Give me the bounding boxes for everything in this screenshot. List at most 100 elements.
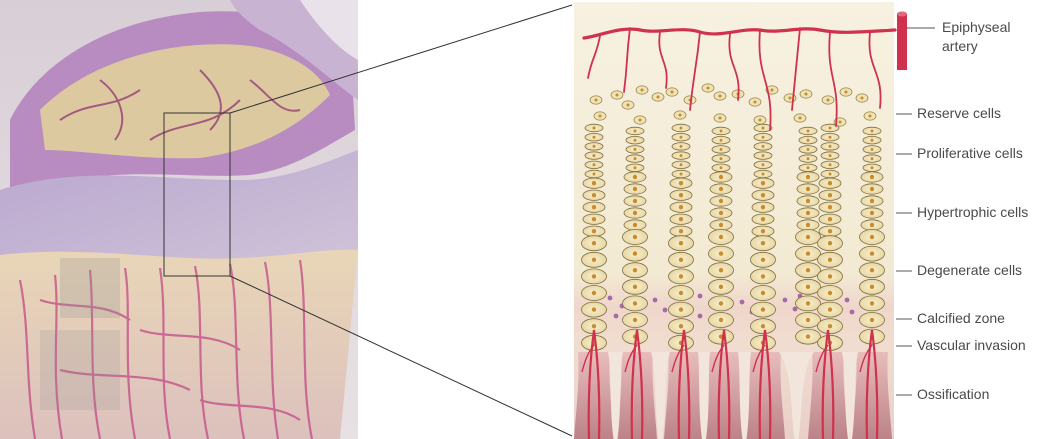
cell-nucleus bbox=[719, 199, 723, 203]
cell-nucleus bbox=[806, 285, 810, 289]
cell-nucleus bbox=[595, 99, 598, 102]
cell-nucleus bbox=[719, 95, 722, 98]
epiphyseal-artery-label: Epiphyseal artery bbox=[942, 18, 1011, 56]
cell-nucleus bbox=[828, 241, 832, 245]
cell-nucleus bbox=[657, 96, 660, 99]
cell-nucleus bbox=[593, 154, 596, 157]
cell-nucleus bbox=[720, 166, 723, 169]
cell-nucleus bbox=[593, 163, 596, 166]
cell-nucleus bbox=[871, 139, 874, 142]
cell-nucleus bbox=[870, 199, 874, 203]
cell-nucleus bbox=[634, 166, 637, 169]
cell-nucleus bbox=[828, 291, 832, 295]
cell-nucleus bbox=[680, 145, 683, 148]
cell-nucleus bbox=[679, 258, 683, 262]
cell-nucleus bbox=[828, 324, 832, 328]
cell-nucleus bbox=[869, 115, 872, 118]
cell-nucleus bbox=[719, 223, 723, 227]
cell-nucleus bbox=[633, 268, 637, 272]
cell-nucleus bbox=[829, 163, 832, 166]
cell-nucleus bbox=[633, 211, 637, 215]
cell-nucleus bbox=[761, 205, 765, 209]
cell-nucleus bbox=[870, 175, 874, 179]
cell-nucleus bbox=[719, 175, 723, 179]
calcified-granule bbox=[663, 308, 668, 313]
zone-label-reserve: Reserve cells bbox=[917, 105, 1001, 121]
cell-nucleus bbox=[593, 136, 596, 139]
cell-nucleus bbox=[829, 136, 832, 139]
cell-nucleus bbox=[720, 130, 723, 133]
cell-nucleus bbox=[592, 229, 596, 233]
cell-nucleus bbox=[641, 89, 644, 92]
zone-label-proliferative: Proliferative cells bbox=[917, 145, 1023, 161]
cell-nucleus bbox=[599, 115, 602, 118]
cell-nucleus bbox=[762, 127, 765, 130]
cell-nucleus bbox=[679, 229, 683, 233]
cell-nucleus bbox=[633, 199, 637, 203]
cell-nucleus bbox=[828, 258, 832, 262]
cell-nucleus bbox=[828, 307, 832, 311]
cell-nucleus bbox=[870, 187, 874, 191]
zone-label-vascular-invasion: Vascular invasion bbox=[917, 337, 1026, 353]
cell-nucleus bbox=[807, 148, 810, 151]
cell-nucleus bbox=[829, 145, 832, 148]
cell-nucleus bbox=[762, 154, 765, 157]
calcified-granule bbox=[793, 307, 798, 312]
cell-nucleus bbox=[871, 157, 874, 160]
cell-nucleus bbox=[807, 130, 810, 133]
cell-nucleus bbox=[806, 268, 810, 272]
cell-nucleus bbox=[761, 229, 765, 233]
cell-nucleus bbox=[754, 101, 757, 104]
bone-trabecula bbox=[808, 352, 848, 439]
cell-nucleus bbox=[679, 205, 683, 209]
cell-nucleus bbox=[871, 130, 874, 133]
cell-nucleus bbox=[870, 268, 874, 272]
cell-nucleus bbox=[634, 148, 637, 151]
cell-nucleus bbox=[845, 91, 848, 94]
cell-nucleus bbox=[806, 251, 810, 255]
cell-nucleus bbox=[720, 148, 723, 151]
cell-nucleus bbox=[806, 223, 810, 227]
cell-nucleus bbox=[633, 175, 637, 179]
cell-nucleus bbox=[633, 285, 637, 289]
cell-nucleus bbox=[870, 301, 874, 305]
cell-nucleus bbox=[639, 119, 642, 122]
cell-nucleus bbox=[805, 93, 808, 96]
cell-nucleus bbox=[707, 87, 710, 90]
cell-nucleus bbox=[679, 274, 683, 278]
cell-nucleus bbox=[839, 121, 842, 124]
cell-nucleus bbox=[633, 251, 637, 255]
cell-nucleus bbox=[870, 318, 874, 322]
calcified-granule bbox=[653, 298, 658, 303]
cell-nucleus bbox=[870, 285, 874, 289]
cell-nucleus bbox=[719, 117, 722, 120]
cell-nucleus bbox=[593, 127, 596, 130]
cell-nucleus bbox=[870, 251, 874, 255]
cell-nucleus bbox=[761, 241, 765, 245]
cell-nucleus bbox=[771, 89, 774, 92]
cell-nucleus bbox=[829, 154, 832, 157]
cell-nucleus bbox=[592, 307, 596, 311]
zone-label-ossification: Ossification bbox=[917, 386, 989, 402]
cell-nucleus bbox=[592, 258, 596, 262]
cell-nucleus bbox=[807, 139, 810, 142]
cell-nucleus bbox=[627, 104, 630, 107]
cell-nucleus bbox=[679, 324, 683, 328]
cell-nucleus bbox=[806, 211, 810, 215]
cell-nucleus bbox=[679, 193, 683, 197]
cell-nucleus bbox=[633, 301, 637, 305]
calcified-granule bbox=[608, 296, 613, 301]
micrograph-panel bbox=[0, 0, 358, 439]
bone-trabecula bbox=[664, 352, 704, 439]
cell-nucleus bbox=[828, 229, 832, 233]
cell-nucleus bbox=[680, 163, 683, 166]
cell-nucleus bbox=[828, 193, 832, 197]
cell-nucleus bbox=[680, 154, 683, 157]
cell-nucleus bbox=[829, 173, 832, 176]
zone-label-hypertrophic: Hypertrophic cells bbox=[917, 204, 1028, 220]
cell-nucleus bbox=[616, 94, 619, 97]
zone-label-degenerate: Degenerate cells bbox=[917, 262, 1022, 278]
cell-nucleus bbox=[593, 173, 596, 176]
cell-nucleus bbox=[806, 301, 810, 305]
cell-nucleus bbox=[806, 175, 810, 179]
